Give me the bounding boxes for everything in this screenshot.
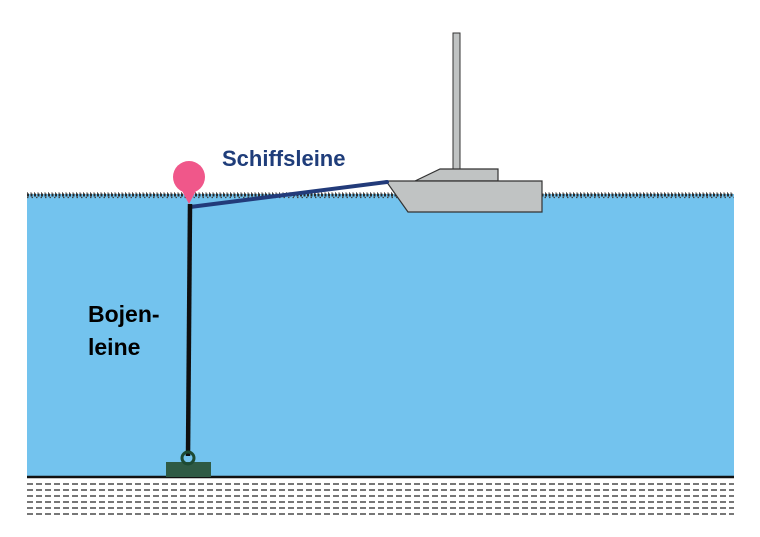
boat-mast [452, 32, 461, 171]
buoy-line [185, 203, 193, 457]
buoy-line-label-bottom: leine [88, 334, 141, 361]
buoy-line-label: Bojen- leine [88, 298, 160, 365]
water-surface [27, 192, 734, 199]
boat-hull [384, 180, 543, 213]
boat-cabin [414, 168, 499, 182]
water-body [27, 194, 734, 477]
buoy-line-label-top: Bojen- [88, 301, 160, 327]
ship-line-label: Schiffsleine [222, 146, 346, 171]
seabed [27, 475, 734, 515]
sailboat-icon [384, 32, 543, 213]
anchor-block-icon [166, 450, 211, 477]
ship-line [188, 180, 389, 209]
mooring-buoy-icon [173, 161, 205, 204]
